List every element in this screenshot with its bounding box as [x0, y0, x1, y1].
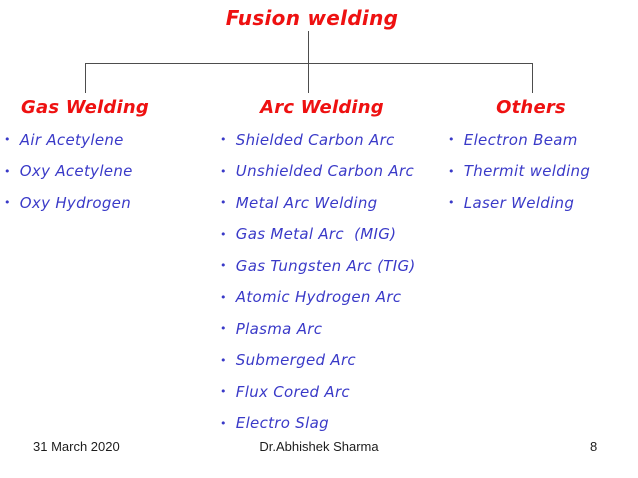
list-item-label: Flux Cored Arc — [235, 382, 350, 401]
bullet-icon: • — [220, 290, 227, 304]
bullet-icon: • — [220, 385, 227, 399]
bullet-icon: • — [4, 133, 11, 147]
branch-list-others: • Electron Beam • Thermit welding • Lase… — [448, 124, 590, 219]
list-item: • Submerged Arc — [220, 345, 416, 377]
bullet-icon: • — [448, 164, 455, 178]
list-item: • Air Acetylene — [4, 124, 133, 156]
branch-list-gas-welding: • Air Acetylene • Oxy Acetylene • Oxy Hy… — [4, 124, 133, 219]
connector-root-vertical-line — [308, 31, 309, 63]
slide-title: Fusion welding — [225, 6, 399, 30]
list-item-label: Gas Tungsten Arc (TIG) — [235, 256, 416, 275]
bullet-icon: • — [220, 259, 227, 273]
list-item: • Unshielded Carbon Arc — [220, 156, 416, 188]
connector-right-vertical-line — [532, 63, 533, 93]
connector-center-vertical-line — [308, 63, 309, 93]
list-item: • Laser Welding — [448, 187, 590, 219]
list-item: • Metal Arc Welding — [220, 187, 416, 219]
list-item-label: Gas Metal Arc (MIG) — [235, 225, 397, 244]
bullet-icon: • — [4, 164, 11, 178]
list-item-label: Air Acetylene — [19, 130, 124, 149]
footer-author: Dr.Abhishek Sharma — [259, 439, 379, 454]
list-item-label: Oxy Acetylene — [19, 162, 133, 181]
list-item: • Electron Beam — [448, 124, 590, 156]
bullet-icon: • — [220, 133, 227, 147]
branch-header-others: Others — [496, 97, 566, 118]
list-item: • Plasma Arc — [220, 313, 416, 345]
branch-header-arc-welding: Arc Welding — [260, 97, 384, 118]
branch-header-gas-welding: Gas Welding — [21, 97, 149, 118]
slide-number: 8 — [590, 439, 598, 454]
list-item: • Electro Slag — [220, 408, 416, 440]
list-item-label: Shielded Carbon Arc — [235, 130, 395, 149]
bullet-icon: • — [448, 133, 455, 147]
footer-date: 31 March 2020 — [33, 439, 120, 454]
bullet-icon: • — [220, 196, 227, 210]
list-item: • Oxy Acetylene — [4, 156, 133, 188]
list-item: • Atomic Hydrogen Arc — [220, 282, 416, 314]
bullet-icon: • — [220, 322, 227, 336]
list-item-label: Plasma Arc — [235, 319, 323, 338]
list-item-label: Oxy Hydrogen — [19, 193, 132, 212]
list-item-label: Thermit welding — [463, 162, 591, 181]
bullet-icon: • — [220, 416, 227, 430]
list-item-label: Laser Welding — [463, 193, 575, 212]
connector-left-vertical-line — [85, 63, 86, 93]
bullet-icon: • — [4, 196, 11, 210]
bullet-icon: • — [448, 196, 455, 210]
bullet-icon: • — [220, 164, 227, 178]
list-item: • Gas Tungsten Arc (TIG) — [220, 250, 416, 282]
list-item: • Flux Cored Arc — [220, 376, 416, 408]
list-item-label: Electro Slag — [235, 414, 329, 433]
bullet-icon: • — [220, 227, 227, 241]
list-item-label: Electron Beam — [463, 130, 578, 149]
list-item: • Oxy Hydrogen — [4, 187, 133, 219]
branch-list-arc-welding: • Shielded Carbon Arc • Unshielded Carbo… — [220, 124, 416, 439]
list-item-label: Atomic Hydrogen Arc — [235, 288, 402, 307]
list-item-label: Submerged Arc — [235, 351, 356, 370]
list-item-label: Unshielded Carbon Arc — [235, 162, 414, 181]
list-item: • Thermit welding — [448, 156, 590, 188]
list-item: • Shielded Carbon Arc — [220, 124, 416, 156]
list-item-label: Metal Arc Welding — [235, 193, 378, 212]
bullet-icon: • — [220, 353, 227, 367]
list-item: • Gas Metal Arc (MIG) — [220, 219, 416, 251]
